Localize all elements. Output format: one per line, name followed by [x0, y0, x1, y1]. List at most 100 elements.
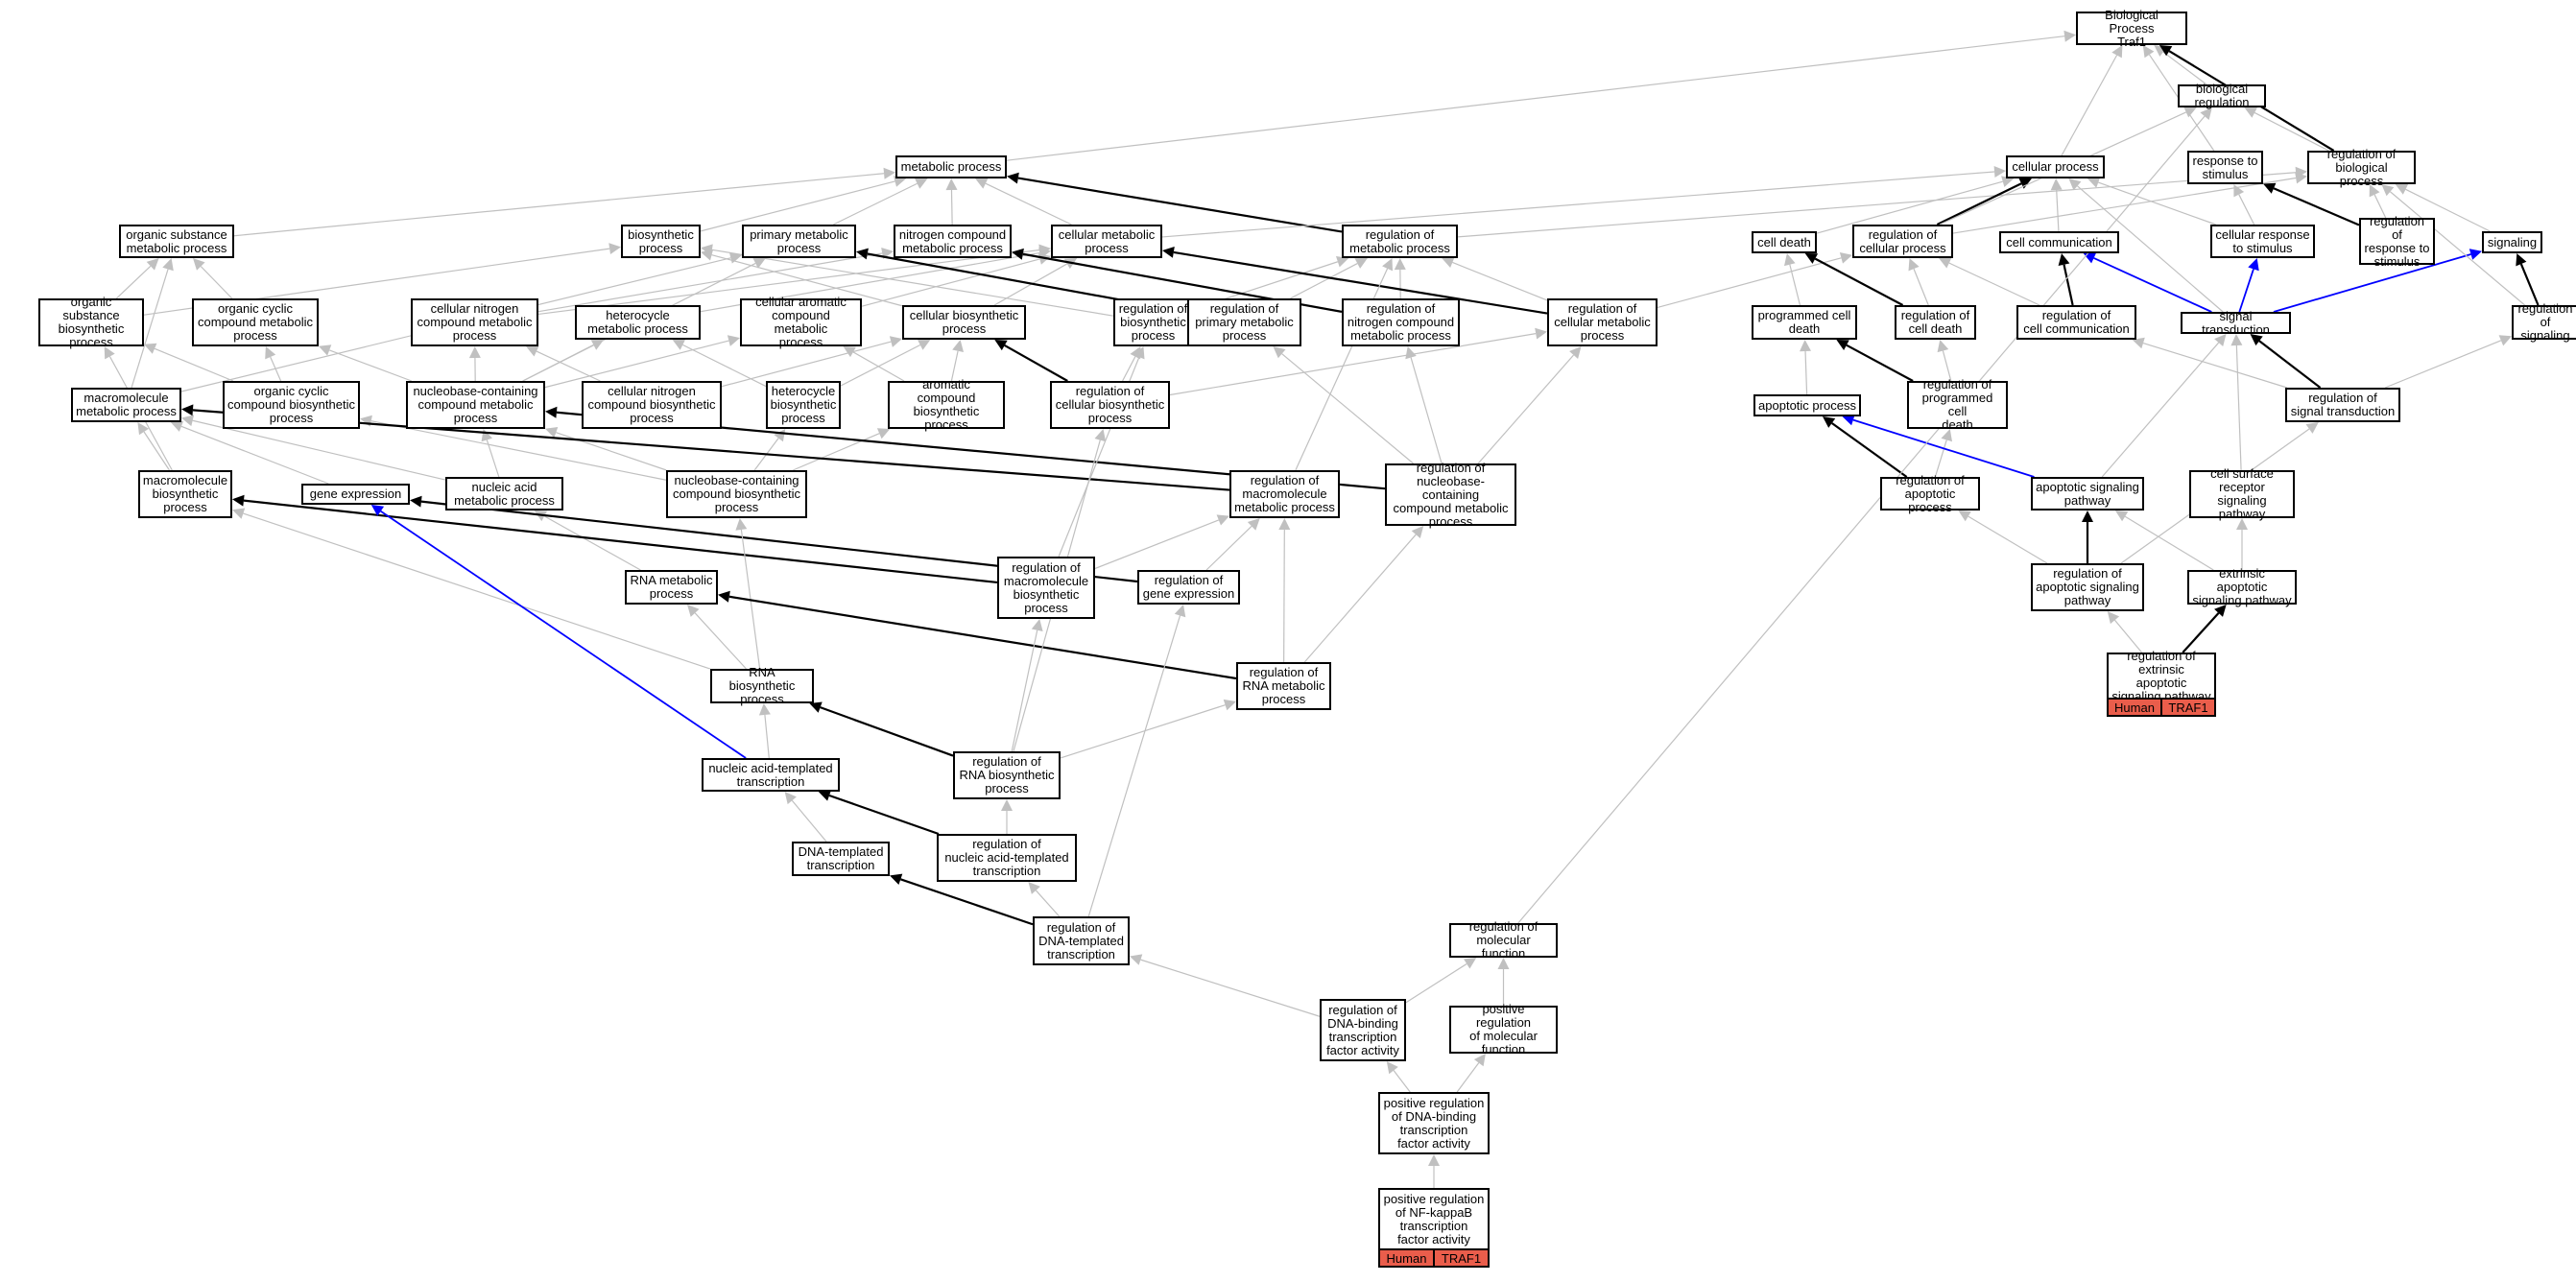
go-term-rge[interactable]: regulation of gene expression: [1137, 570, 1240, 605]
arrowhead-mmp-to-pmp: [728, 252, 742, 264]
go-term-label: aromatic compound biosynthetic process: [913, 377, 980, 432]
go-term-rmf[interactable]: regulation of molecular function: [1449, 920, 1558, 961]
arrowhead-nbcbp-to-hbp: [774, 429, 786, 442]
go-term-rap[interactable]: regulation of apoptotic process: [1880, 473, 1980, 513]
edge-occbp-to-occmp: [270, 356, 282, 382]
edge-rnabp-to-rnamp: [694, 612, 747, 670]
edge-rdtt-to-rge: [1087, 615, 1181, 917]
go-term-rcp[interactable]: regulation of cellular process: [1852, 225, 1953, 258]
go-term-rmbp[interactable]: regulation of macromolecule biosynthetic…: [997, 557, 1095, 619]
go-term-rbsp[interactable]: regulation of biosynthetic process: [1113, 298, 1193, 346]
go-term-rnamp[interactable]: RNA metabolic process: [625, 570, 718, 605]
go-term-hmp[interactable]: heterocycle metabolic process: [575, 305, 701, 340]
go-term-rncmp[interactable]: regulation of nitrogen compound metaboli…: [1342, 298, 1460, 346]
go-term-prmf[interactable]: positive regulation of molecular functio…: [1449, 1003, 1558, 1056]
go-term-cncbp[interactable]: cellular nitrogen compound biosynthetic …: [582, 381, 722, 429]
go-term-cc[interactable]: cell communication: [1999, 231, 2119, 253]
go-term-asp[interactable]: apoptotic signaling pathway: [2031, 477, 2144, 510]
go-term-label: regulation of macromolecule biosynthetic…: [1003, 559, 1089, 615]
go-term-pcd[interactable]: programmed cell death: [1752, 305, 1857, 340]
go-term-bp[interactable]: Biological Process Traf1: [2076, 8, 2187, 48]
go-term-rmp[interactable]: regulation of metabolic process: [1342, 225, 1458, 258]
go-term-rpmp[interactable]: regulation of primary metabolic process: [1187, 298, 1301, 346]
go-term-occmp[interactable]: organic cyclic compound metabolic proces…: [192, 298, 319, 346]
go-term-rasp[interactable]: regulation of apoptotic signaling pathwa…: [2031, 563, 2144, 611]
go-term-rnabp[interactable]: RNA biosynthetic process: [710, 666, 814, 706]
go-term-rts[interactable]: response to stimulus: [2187, 151, 2263, 184]
go-term-rbp[interactable]: regulation of biological process: [2307, 147, 2416, 187]
go-term-osbp[interactable]: organic substance biosynthetic process: [38, 296, 144, 349]
go-term-label: regulation of extrinsic apoptotic signal…: [2111, 648, 2211, 703]
arrowhead-rap-to-rpcd: [1941, 429, 1952, 442]
go-term-rnbccmp[interactable]: regulation of nucleobase-containing comp…: [1385, 460, 1516, 529]
go-term-breg[interactable]: biological regulation: [2178, 83, 2266, 109]
go-term-bsp[interactable]: biosynthetic process: [621, 225, 701, 258]
go-term-namp[interactable]: nucleic acid metabolic process: [445, 477, 563, 510]
arrowhead-rrnamp-to-rnbccmp: [1411, 526, 1424, 538]
go-term-rsig[interactable]: regulation of signaling: [2512, 302, 2576, 343]
go-term-sig[interactable]: signaling: [2482, 231, 2542, 253]
arrowhead-rnabp-to-mbp: [232, 508, 246, 519]
go-term-rcbp[interactable]: regulation of cellular biosynthetic proc…: [1050, 381, 1170, 429]
go-term-rrs[interactable]: regulation of response to stimulus: [2359, 214, 2435, 268]
go-term-cmp[interactable]: cellular metabolic process: [1051, 225, 1162, 258]
go-term-crs[interactable]: cellular response to stimulus: [2210, 225, 2315, 258]
go-term-mmp[interactable]: macromolecule metabolic process: [71, 388, 181, 422]
arrowhead-occmp-to-osmp: [193, 258, 205, 271]
edge-cd-to-cp: [1816, 180, 2003, 234]
go-term-prdbtfa[interactable]: positive regulation of DNA-binding trans…: [1378, 1092, 1490, 1154]
go-term-rcmp[interactable]: regulation of cellular metabolic process: [1547, 298, 1658, 346]
go-term-mbp[interactable]: macromolecule biosynthetic process: [138, 470, 232, 518]
go-term-cncmp[interactable]: cellular nitrogen compound metabolic pro…: [411, 298, 538, 346]
go-term-nbcbp[interactable]: nucleobase-containing compound biosynthe…: [666, 470, 807, 518]
go-term-ge[interactable]: gene expression: [301, 484, 410, 505]
go-term-natt[interactable]: nucleic acid-templated transcription: [702, 758, 840, 792]
go-term-osmp[interactable]: organic substance metabolic process: [119, 225, 234, 258]
go-term-acbp[interactable]: aromatic compound biosynthetic process: [888, 377, 1005, 432]
go-term-st[interactable]: signal transduction: [2181, 309, 2291, 336]
go-term-nbccmp[interactable]: nucleobase-containing compound metabolic…: [406, 381, 545, 429]
go-term-rdbtfa[interactable]: regulation of DNA-binding transcription …: [1320, 999, 1406, 1061]
go-term-reasp[interactable]: regulation of extrinsic apoptotic signal…: [2107, 648, 2216, 703]
edge-sig-to-rbp: [2405, 188, 2491, 232]
go-term-cacmp[interactable]: cellular aromatic compound metabolic pro…: [740, 296, 862, 349]
arrowhead-rrnamp-to-rnamp: [718, 590, 730, 603]
go-term-label: regulation of cellular metabolic process: [1554, 301, 1651, 343]
arrowhead-prnfkb-to-prdbtfa: [1428, 1154, 1440, 1166]
edge-rst-to-rsig: [2384, 340, 2502, 389]
go-term-cbp[interactable]: cellular biosynthetic process: [902, 305, 1026, 340]
edge-st-to-crs: [2238, 269, 2254, 313]
go-term-dtt[interactable]: DNA-templated transcription: [792, 842, 890, 876]
arrowhead-namp-to-nbccmp: [481, 429, 492, 442]
arrowhead-cmp-to-cp: [1993, 166, 2006, 178]
arrowhead-rbp-to-bp: [2159, 45, 2173, 57]
go-term-rcd[interactable]: regulation of cell death: [1895, 305, 1976, 340]
arrowhead-cncbp-to-cbp: [889, 336, 902, 347]
go-term-pmp[interactable]: primary metabolic process: [742, 225, 856, 258]
go-term-easp[interactable]: extrinsic apoptotic signaling pathway: [2187, 567, 2297, 607]
go-term-rrnabp[interactable]: regulation of RNA biosynthetic process: [953, 751, 1061, 799]
go-term-hbp[interactable]: heterocycle biosynthetic process: [766, 381, 841, 429]
go-term-rmmp[interactable]: regulation of macromolecule metabolic pr…: [1229, 470, 1340, 518]
go-term-rdtt[interactable]: regulation of DNA-templated transcriptio…: [1033, 916, 1130, 965]
go-term-occbp[interactable]: organic cyclic compound biosynthetic pro…: [223, 381, 360, 429]
go-term-cd[interactable]: cell death: [1752, 231, 1817, 253]
edge-rdbtfa-to-rdtt: [1140, 959, 1321, 1017]
go-term-label: regulation of nucleobase-containing comp…: [1393, 460, 1509, 529]
go-term-label: nucleic acid metabolic process: [454, 479, 555, 508]
edge-bsp-to-mp: [700, 180, 895, 232]
go-term-ap[interactable]: apoptotic process: [1753, 394, 1861, 416]
go-term-label: regulation of cellular process: [1859, 226, 1946, 255]
go-term-label: RNA metabolic process: [630, 573, 713, 601]
go-term-rnatt[interactable]: regulation of nucleic acid-templated tra…: [937, 834, 1077, 882]
go-term-rcc[interactable]: regulation of cell communication: [2016, 305, 2136, 340]
go-term-csrsp[interactable]: cell surface receptor signaling pathway: [2189, 467, 2295, 521]
go-term-rst[interactable]: regulation of signal transduction: [2285, 388, 2400, 422]
go-term-prnfkb[interactable]: positive regulation of NF-kappaB transcr…: [1378, 1188, 1490, 1250]
go-term-cp[interactable]: cellular process: [2006, 155, 2105, 178]
edge-nbcbp-to-nbccmp: [556, 432, 667, 471]
go-term-ncmp[interactable]: nitrogen compound metabolic process: [894, 225, 1012, 258]
go-term-rpcd[interactable]: regulation of programmed cell death: [1907, 378, 2008, 432]
go-term-rrnamp[interactable]: regulation of RNA metabolic process: [1236, 662, 1331, 710]
go-term-mp[interactable]: metabolic process: [895, 155, 1007, 178]
